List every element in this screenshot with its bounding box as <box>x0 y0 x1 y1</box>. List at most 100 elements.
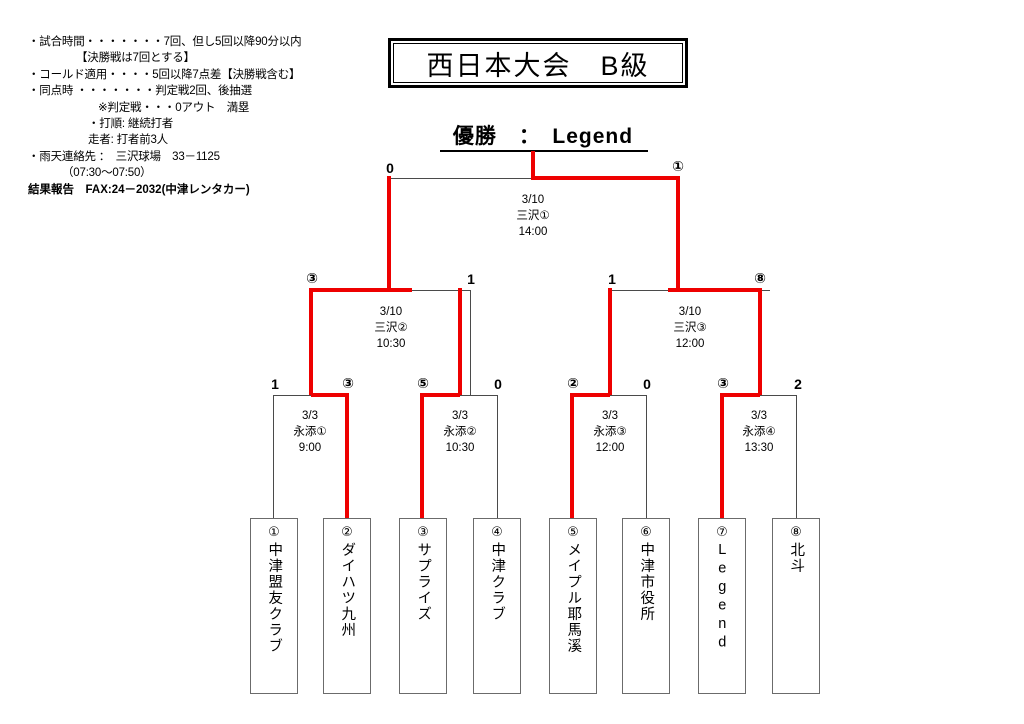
final-bar <box>389 178 679 180</box>
champion-underline <box>440 150 648 152</box>
team-name: 中津盟友クラブ <box>266 542 283 654</box>
sf1-match-info: 3/10 三沢② 10:30 <box>336 304 446 352</box>
r1-m1-date: 3/3 <box>302 410 318 422</box>
team-box-3[interactable]: ③ サプライズ <box>399 518 447 694</box>
tournament-rules: ・試合時間・・・・・・・7回、但し5回以降90分以内 【決勝戦は7回とする】 ・… <box>28 34 318 198</box>
rule-line: （07:30～07:50） <box>62 167 152 180</box>
final-left-stem <box>387 176 391 290</box>
team-seed: ① <box>268 524 280 539</box>
rule-line: ※判定戦・・・0アウト 満塁 <box>98 101 250 114</box>
sf1-date: 3/10 <box>379 306 403 318</box>
r1-m1-match-info: 3/3 永添① 9:00 <box>255 408 365 456</box>
team-seed: ⑦ <box>716 524 728 539</box>
sf2-bar <box>610 290 770 292</box>
sf1-venue: 三沢② <box>374 322 408 334</box>
page-title: 西日本大会 B級 <box>426 50 650 81</box>
rule-line: ・試合時間・・・・・・・7回、但し5回以降90分以内 <box>28 36 302 48</box>
team-box-4[interactable]: ④ 中津クラブ <box>473 518 521 694</box>
champion-stem-winner <box>531 151 535 178</box>
rule-line: 【決勝戦は7回とする】 <box>76 52 195 65</box>
final-time: 14:00 <box>518 226 548 238</box>
sf2-left-stem <box>608 288 612 395</box>
tournament-title-inner-border: 西日本大会 B級 <box>393 43 683 83</box>
team-name: サプライズ <box>415 542 432 622</box>
team-name: Legend <box>714 542 731 653</box>
team-seed: ⑥ <box>640 524 652 539</box>
r1-m2-time: 10:30 <box>445 442 475 454</box>
r1-m3-time: 12:00 <box>595 442 625 454</box>
r1-m1-venue: 永添① <box>293 426 327 438</box>
r1-m2-match-info: 3/3 永添② 10:30 <box>405 408 515 456</box>
r1-m3-right-score: 0 <box>643 376 651 392</box>
sf2-venue: 三沢③ <box>673 322 707 334</box>
rule-line: ・打順: 継続打者 <box>88 118 174 131</box>
team-name: メイプル耶馬溪 <box>565 542 582 654</box>
sf1-right-stem-plain <box>470 290 472 395</box>
r1-m1-bar <box>273 395 348 397</box>
sf1-right-stem <box>458 288 462 395</box>
r1-m2-bar <box>422 395 498 397</box>
r1-m4-venue: 永添④ <box>742 426 776 438</box>
r1-m3-left-score: ② <box>567 375 579 391</box>
sf1-left-stem-winner <box>309 288 313 395</box>
sf2-match-info: 3/10 三沢③ 12:00 <box>635 304 745 352</box>
r1-m3-bar <box>572 395 647 397</box>
sf2-date: 3/10 <box>678 306 702 318</box>
team-name: 中津クラブ <box>489 542 506 622</box>
r1-m4-bar-winner <box>720 393 760 397</box>
final-right-score: ① <box>672 158 684 174</box>
r1-m4-date: 3/3 <box>751 410 767 422</box>
final-right-stem-winner <box>676 176 680 290</box>
sf1-time: 10:30 <box>376 338 406 350</box>
team-seed: ② <box>341 524 353 539</box>
sf2-right-stem-winner <box>758 288 762 395</box>
team-seed: ④ <box>491 524 503 539</box>
team-box-8[interactable]: ⑧ 北斗 <box>772 518 820 694</box>
sf1-bar <box>311 290 471 292</box>
team-box-2[interactable]: ② ダイハツ九州 <box>323 518 371 694</box>
champion-label: 優勝 ： Legend <box>452 125 634 148</box>
final-match-info: 3/10 三沢① 14:00 <box>478 192 588 240</box>
r1-m1-time: 9:00 <box>298 442 322 454</box>
team-box-6[interactable]: ⑥ 中津市役所 <box>622 518 670 694</box>
r1-m4-match-info: 3/3 永添④ 13:30 <box>704 408 814 456</box>
r1-m4-right-score: 2 <box>794 376 802 392</box>
r1-m2-date: 3/3 <box>452 410 468 422</box>
team-seed: ⑧ <box>790 524 802 539</box>
rule-line: ・雨天連絡先 ： 三沢球場 33－1125 <box>28 150 220 163</box>
sf2-bar-winner <box>668 288 762 292</box>
final-left-score: 0 <box>386 160 394 176</box>
sf1-left-score: ③ <box>306 270 318 286</box>
rule-line-fax: 結果報告 FAX:24－2032(中津レンタカー) <box>28 183 250 196</box>
team-name: 中津市役所 <box>638 542 655 622</box>
sf1-bar-winner <box>309 288 412 292</box>
r1-m4-left-score: ③ <box>717 375 729 391</box>
r1-m1-right-score: ③ <box>342 375 354 391</box>
r1-m2-left-score: ⑤ <box>417 375 429 391</box>
team-seed: ⑤ <box>567 524 579 539</box>
sf1-right-score: 1 <box>467 271 475 287</box>
rule-line: ・コールド適用・・・・5回以降7点差【決勝戦含む】 <box>28 68 301 81</box>
team-name: 北斗 <box>788 542 805 574</box>
r1-m2-right-score: 0 <box>494 376 502 392</box>
team-box-1[interactable]: ① 中津盟友クラブ <box>250 518 298 694</box>
sf2-left-score: 1 <box>608 271 616 287</box>
final-bar-winner <box>531 176 680 180</box>
tournament-title-box: 西日本大会 B級 <box>388 38 688 88</box>
r1-m1-left-score: 1 <box>271 376 279 392</box>
r1-m2-bar-winner <box>420 393 460 397</box>
r1-m3-date: 3/3 <box>602 410 618 422</box>
rule-line: ・同点時 ・・・・・・・判定戦2回、後抽選 <box>28 85 252 98</box>
r1-m4-time: 13:30 <box>744 442 774 454</box>
r1-m2-venue: 永添② <box>443 426 477 438</box>
sf2-right-score: ⑧ <box>754 270 766 286</box>
team-box-7[interactable]: ⑦ Legend <box>698 518 746 694</box>
final-venue: 三沢① <box>516 210 550 222</box>
team-box-5[interactable]: ⑤ メイプル耶馬溪 <box>549 518 597 694</box>
team-name: ダイハツ九州 <box>339 542 356 638</box>
r1-m1-bar-winner <box>311 393 349 397</box>
r1-m4-bar <box>722 395 797 397</box>
r1-m3-venue: 永添③ <box>593 426 627 438</box>
r1-m3-bar-winner <box>570 393 610 397</box>
sf2-time: 12:00 <box>675 338 705 350</box>
